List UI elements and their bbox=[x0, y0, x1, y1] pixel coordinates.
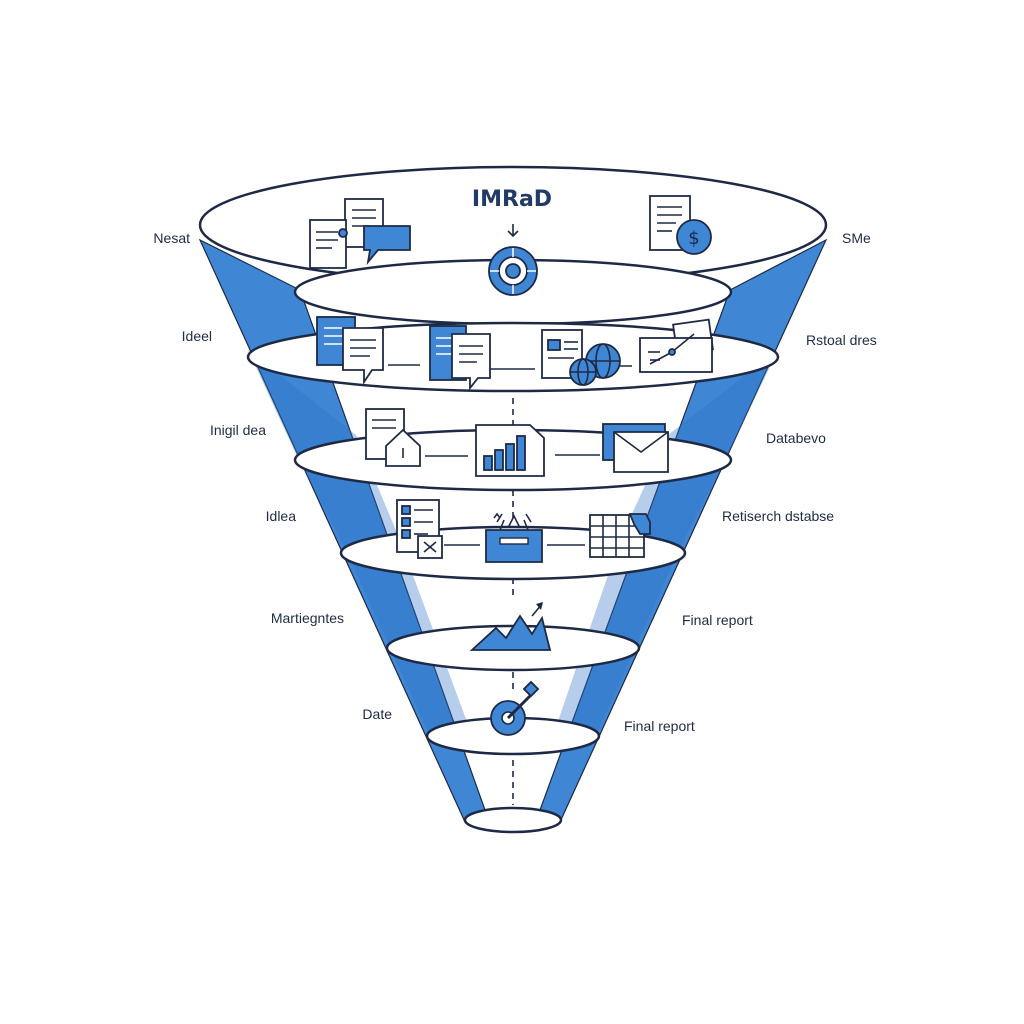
right-label-4: Retiserch dstabse bbox=[722, 508, 835, 524]
right-label-3: Databevo bbox=[766, 430, 826, 446]
left-label-6: Date bbox=[362, 706, 392, 722]
right-label-2: Rstoal dres bbox=[806, 332, 877, 348]
checklist-icon bbox=[396, 499, 443, 559]
envelope-icon bbox=[602, 423, 669, 473]
documents-chat-icon bbox=[309, 198, 411, 269]
left-label-4: Idlea bbox=[265, 508, 296, 524]
bar-chart-document-icon bbox=[475, 424, 545, 477]
left-label-1: Nesat bbox=[153, 230, 190, 246]
right-label-1: SMe bbox=[842, 230, 871, 246]
left-label-5: Martiegntes bbox=[270, 610, 344, 626]
document-house-icon bbox=[365, 408, 421, 467]
svg-text:$: $ bbox=[688, 228, 699, 249]
right-label-5: Final report bbox=[682, 612, 753, 628]
network-chart-icon bbox=[639, 318, 714, 373]
documents-globe-icon bbox=[541, 329, 621, 386]
inbox-tray-icon bbox=[485, 512, 543, 563]
spreadsheet-icon bbox=[589, 513, 651, 558]
diagram-title: IMRaD bbox=[471, 187, 553, 212]
invoice-dollar-icon: $ bbox=[649, 195, 712, 255]
left-label-2: Ideel bbox=[181, 328, 212, 344]
right-label-6: Final report bbox=[624, 718, 695, 734]
documents-icon bbox=[316, 316, 384, 385]
document-chat-icon bbox=[429, 325, 491, 391]
target-icon bbox=[488, 224, 538, 296]
funnel-tip bbox=[463, 806, 563, 834]
trend-chart-icon bbox=[469, 602, 552, 651]
left-label-3: Inigil dea bbox=[209, 422, 266, 438]
target-dart-icon bbox=[490, 680, 540, 736]
